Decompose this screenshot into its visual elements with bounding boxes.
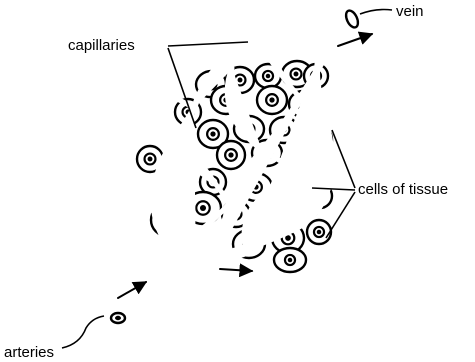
cells-leader-1 [332, 130, 355, 188]
vein-opening [344, 9, 361, 30]
vessel [154, 108, 196, 272]
arteries-leader [62, 316, 104, 348]
tissue-cell [274, 248, 306, 272]
vessel [182, 290, 186, 300]
capillaries-label: capillaries [68, 37, 135, 54]
arteries-label: arteries [4, 344, 54, 361]
artery-lumen [115, 316, 121, 320]
cells-of-tissue-label: cells of tissue [358, 181, 448, 198]
tissue-cell [217, 141, 245, 169]
capillaries-leader-1 [168, 42, 248, 46]
vessel [164, 270, 168, 282]
vein-label: vein [396, 3, 424, 20]
vessel [262, 19, 352, 38]
tissue-cell [257, 86, 287, 114]
vein-leader [360, 10, 392, 15]
tissue-cell [307, 220, 331, 244]
vein-flow-arrow [338, 34, 372, 46]
lower-flow-arrow [220, 269, 252, 271]
